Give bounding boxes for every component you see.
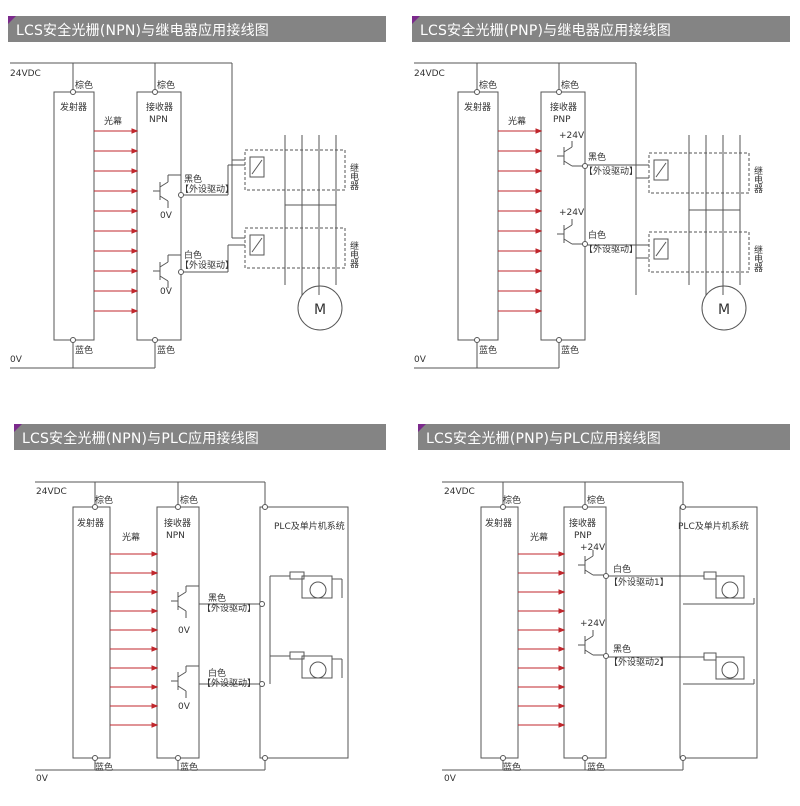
light-beam-arrows xyxy=(498,128,543,314)
output2-color-label: 黑色 xyxy=(613,643,631,655)
emitter-label: 发射器 xyxy=(464,101,491,113)
output2-ref-label: +24V xyxy=(559,208,585,218)
supply-label: 24VDC xyxy=(444,487,475,497)
header-accent xyxy=(412,16,420,24)
output1-color-label: 黑色 xyxy=(208,592,226,604)
receiver-label: 接收器 xyxy=(164,517,191,529)
ground-label: 0V xyxy=(444,774,457,784)
beam-label: 光幕 xyxy=(530,531,548,543)
supply-label: 24VDC xyxy=(414,69,445,79)
receiver-label: 接收器 xyxy=(550,101,577,113)
brown-wire-label: 棕色 xyxy=(95,494,113,506)
receiver-label: 接收器 xyxy=(569,517,596,529)
blue-wire-label: 蓝色 xyxy=(479,344,497,356)
brown-wire-label: 棕色 xyxy=(75,79,93,91)
output2-color-label: 白色 xyxy=(588,229,606,241)
receiver-type-label: PNP xyxy=(553,115,571,125)
output1-ref-label: +24V xyxy=(580,543,606,553)
light-beam-arrows xyxy=(94,128,139,314)
output1-driver-label: 【外设驱动】 xyxy=(202,602,256,614)
panel-npn-relay: LCS安全光栅(NPN)与继电器应用接线图 xyxy=(0,0,400,402)
motor-label: M xyxy=(718,302,730,318)
output1-ref-label: 0V xyxy=(160,211,173,221)
blue-wire-label: 蓝色 xyxy=(75,344,93,356)
ground-label: 0V xyxy=(414,355,427,365)
brown-wire-label: 棕色 xyxy=(503,494,521,506)
brown-wire-label: 棕色 xyxy=(180,494,198,506)
relay-label: 继电器 xyxy=(752,244,763,272)
plc-label: PLC及单片机系统 xyxy=(274,520,345,532)
panel-header: LCS安全光栅(PNP)与PLC应用接线图 xyxy=(418,424,790,450)
output1-driver-label: 【外设驱动】 xyxy=(584,165,638,177)
wiring-diagram: 24VDC 0V 棕色 棕色 蓝色 蓝色 发射器 接收器 PNP 光幕 +24V… xyxy=(414,62,763,369)
receiver-type-label: PNP xyxy=(574,531,592,541)
panel-title: LCS安全光栅(PNP)与继电器应用接线图 xyxy=(420,23,671,39)
panel-title: LCS安全光栅(NPN)与继电器应用接线图 xyxy=(16,23,269,39)
output2-color-label: 白色 xyxy=(208,667,226,679)
output1-ref-label: 0V xyxy=(178,626,191,636)
panel-title: LCS安全光栅(PNP)与PLC应用接线图 xyxy=(426,431,661,447)
ground-label: 0V xyxy=(10,355,23,365)
receiver-type-label: NPN xyxy=(149,115,168,125)
emitter-label: 发射器 xyxy=(77,517,104,529)
panel-header: LCS安全光栅(PNP)与继电器应用接线图 xyxy=(412,16,790,42)
header-accent xyxy=(8,16,16,24)
output1-driver-label: 【外设驱动1】 xyxy=(609,576,669,588)
output1-color-label: 黑色 xyxy=(184,173,202,185)
plc-label: PLC及单片机系统 xyxy=(678,520,749,532)
output2-driver-label: 【外设驱动】 xyxy=(202,677,256,689)
panel-header: LCS安全光栅(NPN)与继电器应用接线图 xyxy=(8,16,386,42)
relay-label: 继电器 xyxy=(348,240,359,268)
brown-wire-label: 棕色 xyxy=(561,79,579,91)
light-beam-arrows xyxy=(518,551,566,728)
supply-label: 24VDC xyxy=(10,69,41,79)
brown-wire-label: 棕色 xyxy=(157,79,175,91)
blue-wire-label: 蓝色 xyxy=(95,761,113,773)
motor-label: M xyxy=(314,302,326,318)
panel-title: LCS安全光栅(NPN)与PLC应用接线图 xyxy=(22,431,259,447)
wiring-diagram: 24VDC 0V 棕色 棕色 蓝色 蓝色 发射器 接收器 NPN 光幕 黑色 【… xyxy=(10,62,359,369)
emitter-label: 发射器 xyxy=(60,101,87,113)
output2-ref-label: 0V xyxy=(160,287,173,297)
blue-wire-label: 蓝色 xyxy=(503,761,521,773)
output2-driver-label: 【外设驱动2】 xyxy=(609,656,669,668)
blue-wire-label: 蓝色 xyxy=(561,344,579,356)
blue-wire-label: 蓝色 xyxy=(587,761,605,773)
brown-wire-label: 棕色 xyxy=(479,79,497,91)
receiver-type-label: NPN xyxy=(166,531,185,541)
header-accent xyxy=(14,424,22,432)
output2-color-label: 白色 xyxy=(184,249,202,261)
output2-ref-label: 0V xyxy=(178,702,191,712)
output1-color-label: 白色 xyxy=(613,563,631,575)
emitter-label: 发射器 xyxy=(485,517,512,529)
output2-driver-label: 【外设驱动】 xyxy=(180,259,234,271)
panel-pnp-relay: LCS安全光栅(PNP)与继电器应用接线图 xyxy=(404,0,800,402)
beam-label: 光幕 xyxy=(508,115,526,127)
receiver-label: 接收器 xyxy=(146,101,173,113)
ground-label: 0V xyxy=(36,774,49,784)
relay-label: 继电器 xyxy=(752,165,763,193)
output1-color-label: 黑色 xyxy=(588,151,606,163)
output2-ref-label: +24V xyxy=(580,619,606,629)
light-beam-arrows xyxy=(110,551,159,728)
wiring-diagram: 24VDC 0V 棕色 棕色 蓝色 蓝色 发射器 接收器 NPN 光幕 黑色 【… xyxy=(35,481,349,784)
blue-wire-label: 蓝色 xyxy=(180,761,198,773)
output1-ref-label: +24V xyxy=(559,131,585,141)
relay-label: 继电器 xyxy=(348,162,359,190)
supply-label: 24VDC xyxy=(36,487,67,497)
beam-label: 光幕 xyxy=(122,531,140,543)
wiring-diagram: 24VDC 0V 棕色 棕色 蓝色 蓝色 发射器 接收器 PNP 光幕 +24V… xyxy=(442,481,758,784)
blue-wire-label: 蓝色 xyxy=(157,344,175,356)
output1-driver-label: 【外设驱动】 xyxy=(180,183,234,195)
brown-wire-label: 棕色 xyxy=(587,494,605,506)
beam-label: 光幕 xyxy=(104,115,122,127)
panel-npn-plc: LCS安全光栅(NPN)与PLC应用接线图 xyxy=(0,404,400,806)
header-accent xyxy=(418,424,426,432)
panel-pnp-plc: LCS安全光栅(PNP)与PLC应用接线图 xyxy=(404,404,800,806)
panel-header: LCS安全光栅(NPN)与PLC应用接线图 xyxy=(14,424,386,450)
output2-driver-label: 【外设驱动】 xyxy=(584,243,638,255)
